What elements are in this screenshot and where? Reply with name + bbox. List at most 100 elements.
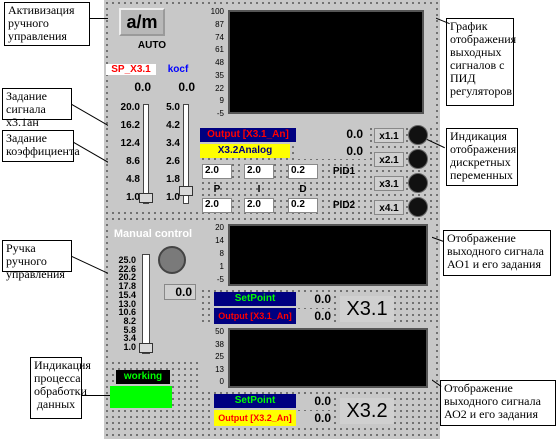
scale-tick: 20 (215, 223, 224, 232)
annotation-chart-main: График отображения выходных сигналов с П… (446, 18, 516, 106)
ao2-output-value: 0.0 (298, 411, 334, 426)
ao2-setpoint-label: SetPoint (214, 394, 296, 408)
scale-tick: 8.6 (126, 156, 140, 167)
sp-slider-track[interactable] (143, 104, 149, 204)
annotation-setpoint-x31: Задание сигнала х3.1ан (2, 88, 72, 129)
scale-tick: 13 (215, 364, 224, 374)
pid-letter-d: D (299, 184, 307, 195)
annotation-ao1: Отображение выходного сигнала АО1 и его … (443, 230, 551, 276)
leader-line (90, 18, 120, 19)
pid1-p-select[interactable]: 2.0 (202, 164, 232, 179)
indicator-label: x2.1 (374, 152, 404, 167)
ao2-tag: X3.2 (340, 398, 394, 424)
am-button[interactable]: a/m (119, 8, 165, 36)
pid2-p-select[interactable]: 2.0 (202, 198, 232, 213)
scale-tick: 5.0 (166, 102, 180, 113)
analog-value: 0.0 (298, 144, 366, 159)
scale-tick: 20.0 (120, 102, 140, 113)
output-value: 0.0 (298, 127, 366, 142)
scale-tick: 1 (219, 262, 224, 271)
sp-slider-thumb[interactable] (139, 193, 153, 203)
ao1-setpoint-value: 0.0 (298, 292, 334, 307)
scale-tick: 61 (215, 45, 224, 55)
scale-tick: 1.8 (166, 174, 180, 185)
scale-tick: 1.0 (126, 192, 140, 203)
pid2-d-select[interactable]: 0.2 (288, 198, 318, 213)
working-indicator (110, 386, 172, 408)
scale-tick: 15.4 (118, 289, 136, 300)
scale-tick: 0 (219, 377, 224, 386)
indicator-led (408, 149, 428, 169)
scale-tick: 25.0 (118, 255, 136, 265)
scale-tick: 4.8 (126, 174, 140, 185)
manual-value: 0.0 (164, 284, 196, 300)
ao1-output-value: 0.0 (298, 309, 334, 324)
manual-slider-track[interactable] (142, 254, 150, 354)
pid1-d-select[interactable]: 0.2 (288, 164, 318, 179)
indicator-led (408, 173, 428, 193)
ao2-output-label: Output [X3.2_An] (214, 410, 296, 426)
scale-tick: 100 (210, 7, 224, 16)
indicator-led (408, 125, 428, 145)
indicator-label: x1.1 (374, 128, 404, 143)
scale-tick: 12.4 (120, 138, 140, 149)
kocf-slider-track[interactable] (183, 104, 189, 204)
pid2-i-select[interactable]: 2.0 (244, 198, 274, 213)
scale-tick: 1.0 (166, 192, 180, 203)
indicator-led (408, 197, 428, 217)
scale-tick: 8.2 (123, 315, 136, 326)
scale-tick: 4.2 (166, 120, 180, 131)
indicator-label: x3.1 (374, 176, 404, 191)
main-chart-screen (228, 10, 424, 114)
working-label: working (116, 370, 170, 384)
scale-tick: 8 (219, 249, 224, 258)
leader-line (82, 395, 114, 396)
ao1-output-label: Output [X3.1_An] (214, 308, 296, 324)
scale-tick: 22.6 (118, 263, 136, 274)
sp-value: 0.0 (110, 80, 154, 94)
scale-tick: -5 (216, 109, 224, 118)
ao2-screen (228, 328, 428, 388)
scale-tick: 10.6 (118, 307, 136, 318)
scale-tick: 16.2 (120, 120, 140, 131)
annotation-activation: Активизация ручного управления (4, 2, 90, 46)
annotation-ao2: Отображение выходного сигнала АО2 и его … (440, 380, 556, 426)
scale-tick: 38 (215, 339, 224, 349)
annotation-discrete: Индикация отображения дискретных перемен… (446, 128, 518, 186)
pid1-name: PID1 (332, 166, 356, 177)
scale-tick: 25 (215, 352, 224, 361)
scale-tick: 1.0 (123, 342, 136, 352)
indicator-label: x4.1 (374, 200, 404, 215)
sp-label: SP_X3.1 (106, 64, 156, 75)
ao2-setpoint-value: 0.0 (298, 394, 334, 409)
sp-scale: 20.0 16.2 12.4 8.6 4.8 1.0 (112, 102, 140, 204)
annotation-coef: Задание коэффициента (2, 130, 80, 162)
analog-label: X3.2Analog (200, 144, 290, 158)
output-label: Output [X3.1_An] (200, 128, 296, 142)
mode-label: AUTO (137, 40, 167, 51)
pid1-i-select[interactable]: 2.0 (244, 164, 274, 179)
scale-tick: 20.2 (118, 272, 136, 283)
ao1-setpoint-label: SetPoint (214, 292, 296, 306)
scale-tick: 9 (219, 96, 224, 106)
scale-tick: 3.4 (123, 333, 136, 344)
scale-tick: 17.8 (118, 281, 136, 292)
manual-knob[interactable] (158, 246, 186, 274)
kocf-slider-thumb[interactable] (179, 186, 193, 196)
scale-tick: 13.0 (118, 298, 136, 309)
manual-title: Manual control (113, 228, 193, 240)
scale-tick: 35 (215, 70, 224, 80)
pid-letter-p: P (213, 184, 221, 195)
scale-tick: 2.6 (166, 156, 180, 167)
kocf-label: kocf (167, 64, 189, 75)
scale-tick: 48 (215, 58, 224, 67)
scale-tick: 22 (215, 83, 224, 93)
ao1-tag: X3.1 (340, 296, 394, 322)
scale-tick: 74 (215, 32, 224, 42)
manual-slider-thumb[interactable] (139, 343, 153, 353)
